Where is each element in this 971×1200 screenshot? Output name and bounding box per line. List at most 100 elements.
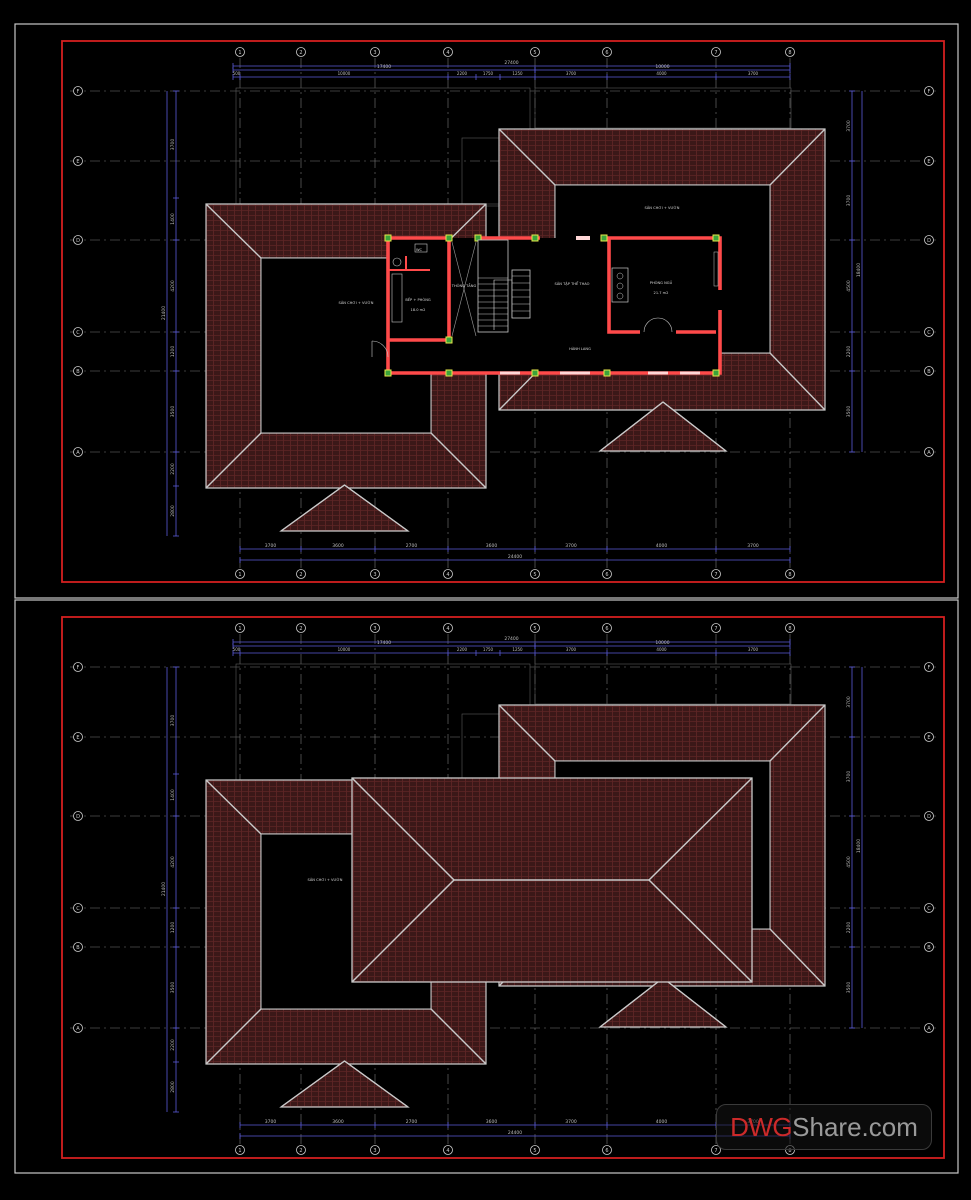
axis-bubble [711,47,721,57]
room-label-wc: WC [416,248,423,252]
dim-bottom-label: 3600 [332,543,344,549]
axis-bubble [924,447,934,457]
axis-bubble [73,942,83,952]
wall [607,238,716,334]
axis-label-row: A [76,1026,80,1032]
roof-main-hip-hip-ridge [351,777,455,881]
axis-label-row: E [76,735,79,741]
axis-bubble [73,156,83,166]
axis-bubble [924,903,934,913]
roof-right-wing-hip-ridge [769,352,826,411]
dim-right-label: 3500 [846,982,852,994]
axis-bubble [602,47,612,57]
axis-label-column: 2 [299,50,302,56]
axis-label-column: 4 [446,626,449,632]
dim-right-overall-label: 18400 [856,263,862,277]
watermark-part-a: DWG [730,1111,793,1142]
window [576,236,590,240]
axis-label-column: 8 [788,572,791,578]
axis-bubble [924,366,934,376]
dim-left-label: 2800 [170,505,176,517]
axis-label-column: 1 [238,1148,241,1154]
axis-bubble [785,47,795,57]
roof-gable-left-ridge [280,1060,345,1108]
axis-label-column: 6 [605,572,608,578]
dim-bottom-overall-label: 24400 [508,1130,522,1136]
lower-floor-outline [534,87,792,129]
sheet-frame-top [14,23,959,599]
dim-top-detail-label: 4000 [656,647,667,652]
dim-top-detail-label: 500 [233,647,241,652]
dim-top-detail-label: 1750 [483,71,494,76]
dim-top-detail-label: 1750 [483,647,494,652]
dim-left-label: 2200 [170,1039,176,1051]
dim-right-label: 4500 [846,856,852,868]
dim-top-mid-label: 17400 [377,64,391,70]
dim-top-detail-label: 3700 [748,71,759,76]
roof-left-wing-hip-ridge [205,203,262,259]
dim-right-label: 3700 [846,195,852,207]
axis-bubble [602,569,612,579]
axis-label-column: 3 [373,1148,376,1154]
axis-label-column: 4 [446,50,449,56]
dim-bottom-label: 3700 [747,543,759,549]
axis-bubble [73,811,83,821]
room-area-guest-room: 21.7 m2 [654,291,669,295]
roof-right-wing-hip-ridge [769,704,826,762]
axis-bubble [370,569,380,579]
room-area-bedroom: 18.0 m2 [411,308,426,312]
dim-left-label: 1400 [170,789,176,801]
column [531,234,539,242]
dim-right-label: 3700 [846,696,852,708]
dim-left-label: 3500 [170,406,176,418]
axis-bubble [370,623,380,633]
axis-bubble [711,1145,721,1155]
axis-label-column: 7 [714,626,717,632]
axis-label-column: 3 [373,50,376,56]
axis-label-row: C [927,330,931,336]
axis-bubble [924,327,934,337]
floor-area [388,238,720,373]
axis-bubble [73,86,83,96]
dim-top-detail-label: 4000 [656,71,667,76]
axis-bubble [711,569,721,579]
bed-fixture [611,267,629,303]
dim-right-label: 3700 [846,771,852,783]
dim-top-detail-label: 3700 [748,647,759,652]
roof-gable-right-ridge [662,401,727,452]
axis-label-column: 7 [714,572,717,578]
axis-bubble [73,1023,83,1033]
dim-bottom-label: 3700 [265,543,277,549]
lower-floor-outline [235,87,531,207]
dim-bottom-label: 4000 [656,543,668,549]
axis-bubble [370,47,380,57]
column [445,336,453,344]
watermark-part-b: Share.com [792,1111,918,1142]
toilet-fixture [392,257,402,267]
dim-left-label: 2200 [170,463,176,475]
axis-bubble [924,235,934,245]
axis-label-column: 3 [373,572,376,578]
stair-landing [511,269,531,319]
axis-label-row: C [927,906,931,912]
axis-label-column: 8 [788,626,791,632]
axis-label-row: E [927,735,930,741]
dim-left-label: 3700 [170,139,176,151]
axis-label-column: 2 [299,626,302,632]
axis-bubble [235,1145,245,1155]
axis-bubble [924,942,934,952]
axis-label-column: 6 [605,50,608,56]
axis-label-column: 1 [238,50,241,56]
dim-top-detail-label: 10000 [338,647,351,652]
dim-right-label: 3500 [846,406,852,418]
axis-bubble [73,327,83,337]
axis-bubble [530,1145,540,1155]
column [600,234,608,242]
dim-top-detail-label: 2200 [457,647,468,652]
dim-right-label: 3700 [846,120,852,132]
window [500,371,520,375]
axis-label-column: 2 [299,572,302,578]
axis-bubble [235,623,245,633]
